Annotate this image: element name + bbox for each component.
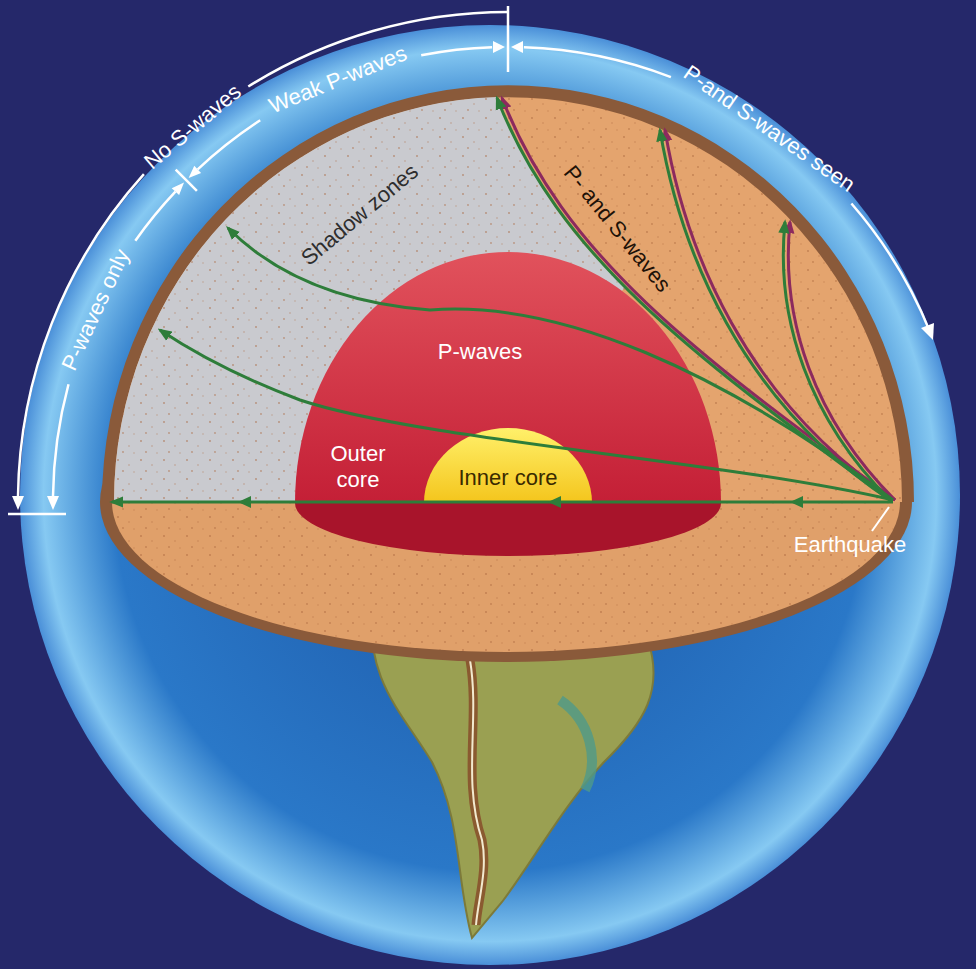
range-label: P-and S-waves seen	[678, 60, 859, 198]
epicenter-label: Earthquake	[794, 532, 907, 558]
wave-label: P-waves	[438, 339, 522, 365]
wave-label: P- and S-waves	[558, 160, 676, 297]
region-name: Inner core	[458, 465, 557, 491]
range-label: No S-waves	[139, 79, 247, 175]
region-name: Outer core	[318, 441, 398, 494]
range-label: Weak P-waves	[265, 40, 411, 119]
range-label: P-waves only	[56, 245, 135, 375]
